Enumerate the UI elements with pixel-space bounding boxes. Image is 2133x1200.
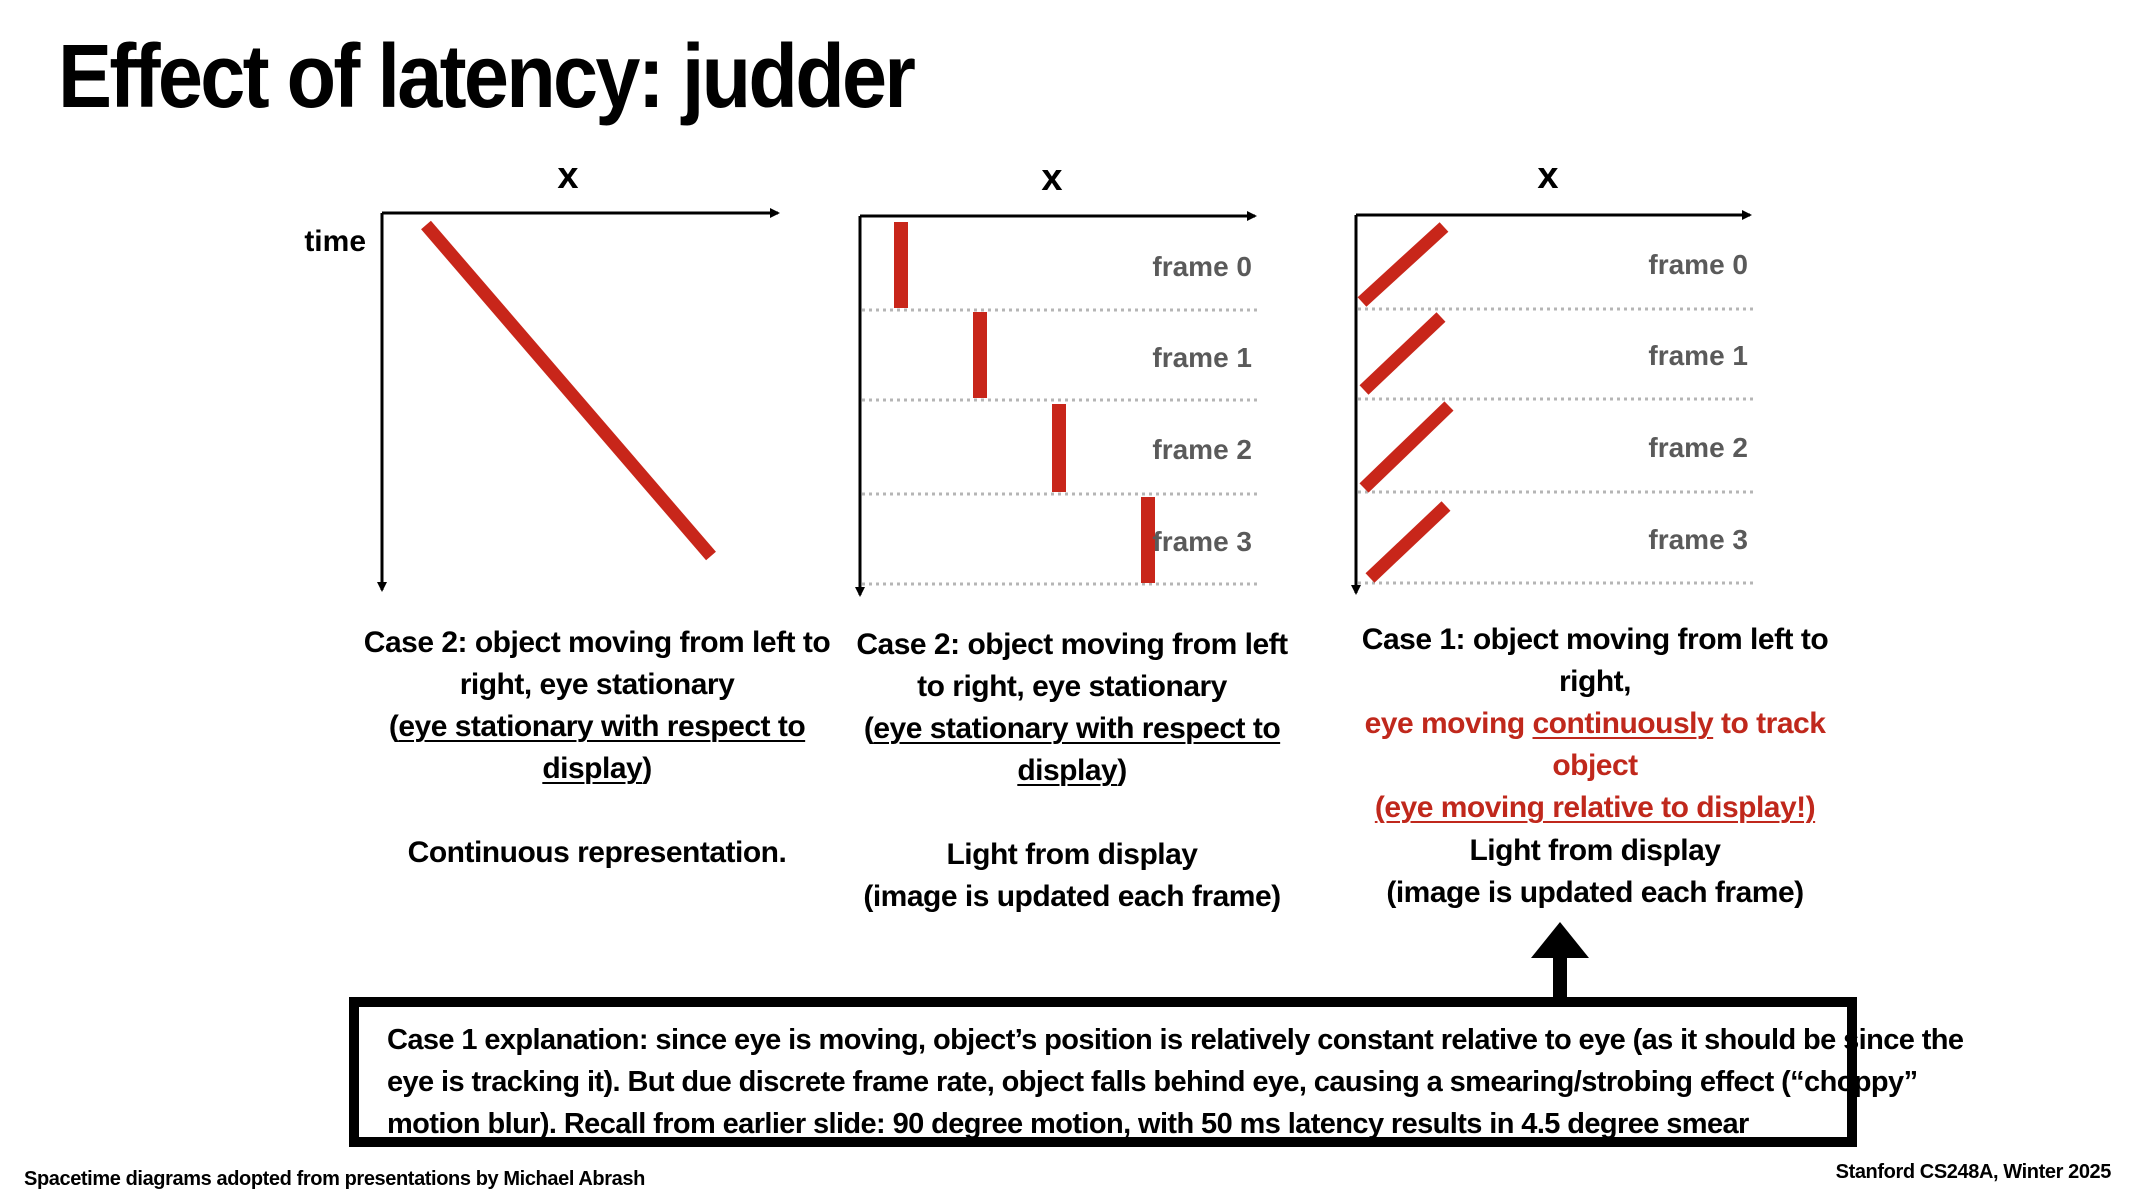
- frame-label-1: frame 1: [1648, 340, 1748, 371]
- caption-line: (eye moving relative to display!): [1325, 787, 1865, 829]
- frame-label-2: frame 2: [1648, 432, 1748, 463]
- caption-note: Continuous representation.: [407, 836, 787, 869]
- diagram-discrete-eye-stationary: x frame 0 frame 1 frame 2 frame 3: [855, 157, 1258, 597]
- object-frame-1: [973, 312, 987, 398]
- underlined-text: display: [542, 752, 643, 785]
- caption-line: Case 2: object moving from left to: [363, 626, 831, 659]
- x-axis-label: x: [1537, 155, 1558, 197]
- frame-label-3: frame 3: [1152, 526, 1252, 557]
- explanation-line: eye is tracking it). But due discrete fr…: [387, 1066, 1918, 1098]
- caption-case2-discrete: Case 2: object moving from left to right…: [852, 624, 1292, 918]
- explanation-line: motion blur). Recall from earlier slide:…: [387, 1108, 1749, 1140]
- diagram-discrete-eye-tracking: x frame 0 frame 1 frame 2 frame 3: [1351, 155, 1754, 595]
- frame-label-1: frame 1: [1152, 342, 1252, 373]
- frame-label-2: frame 2: [1152, 434, 1252, 465]
- underlined-text: display: [1017, 754, 1118, 787]
- explanation-line: Case 1 explanation: since eye is moving,…: [387, 1024, 1964, 1056]
- underlined-text: (eye moving relative to display!): [1374, 791, 1816, 824]
- footer-credit: Spacetime diagrams adopted from presenta…: [24, 1168, 645, 1190]
- close-paren: ): [642, 752, 652, 785]
- open-paren: (: [863, 712, 874, 745]
- slide-title: Effect of latency: judder: [58, 27, 916, 127]
- explanation-box: Case 1 explanation: since eye is moving,…: [349, 997, 1964, 1147]
- object-frame-2: [1052, 404, 1066, 492]
- footer-course: Stanford CS248A, Winter 2025: [1835, 1161, 2112, 1183]
- frame-label-0: frame 0: [1648, 249, 1748, 280]
- caption-line: right, eye stationary: [459, 668, 735, 701]
- caption-case2-continuous: Case 2: object moving from left to right…: [362, 622, 832, 874]
- caption-line: display): [852, 750, 1292, 792]
- x-axis-label: x: [1041, 157, 1062, 199]
- caption-line: eye moving continuously to track object: [1325, 703, 1865, 787]
- caption-line: (eye stationary with respect to: [362, 706, 832, 748]
- object-trajectory: [421, 220, 716, 561]
- close-paren: ): [1117, 754, 1127, 787]
- caption-text: to track object: [1552, 707, 1826, 782]
- caption-line: Case 2: object moving from left: [856, 628, 1288, 661]
- caption-line: Case 1: object moving from left to right…: [1361, 623, 1829, 698]
- object-smear-frame-2: [1359, 401, 1454, 493]
- caption-note: Light from display: [1469, 834, 1721, 867]
- underlined-text: eye stationary with respect to: [398, 710, 806, 743]
- frame-label-3: frame 3: [1648, 524, 1748, 555]
- object-smear-frame-0: [1357, 222, 1449, 307]
- up-arrow-icon: [1531, 922, 1589, 1000]
- caption-line: (eye stationary with respect to: [852, 708, 1292, 750]
- time-axis-label: time: [304, 225, 366, 258]
- object-frame-0: [894, 222, 908, 308]
- caption-line: to right, eye stationary: [917, 670, 1227, 703]
- caption-note: (image is updated each frame): [1386, 876, 1804, 909]
- caption-note: (image is updated each frame): [863, 880, 1281, 913]
- object-smear-frame-1: [1359, 312, 1446, 395]
- object-smear-frame-3: [1365, 501, 1451, 583]
- underlined-text: continuously: [1532, 707, 1714, 740]
- object-frame-3: [1141, 497, 1155, 583]
- underlined-text: eye stationary with respect to: [873, 712, 1281, 745]
- caption-case1-note: Light from display (image is updated eac…: [1325, 830, 1865, 914]
- x-axis-label: x: [557, 155, 578, 197]
- frame-label-0: frame 0: [1152, 251, 1252, 282]
- diagram-continuous: x time: [304, 155, 780, 592]
- caption-case1-eye-tracking: Case 1: object moving from left to right…: [1325, 619, 1865, 829]
- open-paren: (: [388, 710, 399, 743]
- caption-note: Light from display: [946, 838, 1198, 871]
- caption-line: display): [362, 748, 832, 790]
- caption-text: eye moving: [1364, 707, 1533, 740]
